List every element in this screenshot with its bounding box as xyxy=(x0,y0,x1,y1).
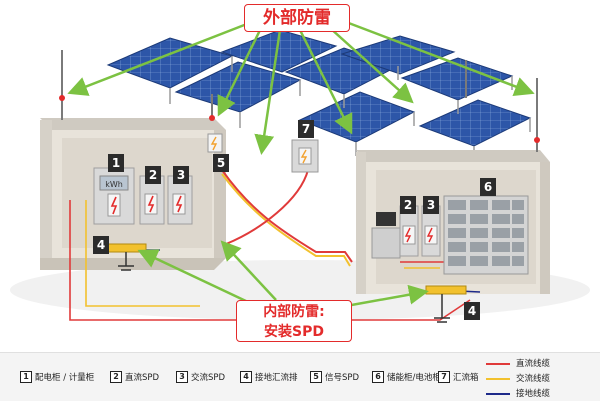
external-arrows xyxy=(67,20,535,155)
badge-6: 6 xyxy=(480,178,496,196)
ground-cable-swatch xyxy=(486,392,510,395)
signal-spd-box xyxy=(207,133,223,153)
computer-desk xyxy=(371,212,401,259)
badge-5: 5 xyxy=(213,154,229,172)
pv-panel xyxy=(298,91,416,143)
meter-text: kWh xyxy=(105,180,123,189)
badge-3: 3 xyxy=(173,166,189,184)
external-protection-label: 外部防雷 xyxy=(244,4,350,32)
legend-cable-ground: 接地线缆 xyxy=(486,387,550,399)
pv-panel xyxy=(220,29,338,73)
battery-cabinet xyxy=(443,195,529,275)
distribution-cabinet: kWh xyxy=(93,167,135,225)
ac-cable-swatch xyxy=(486,377,510,380)
internal-protection-line2: 安装SPD xyxy=(264,324,324,340)
badge-2-right: 2 xyxy=(400,196,416,214)
ac-spd-cabinet-right xyxy=(421,205,441,257)
legend-cable-ac: 交流线缆 xyxy=(486,372,550,384)
dc-cable-swatch xyxy=(486,362,510,365)
pv-panel xyxy=(418,99,532,147)
internal-protection-label: 内部防雷: 安装SPD xyxy=(236,300,352,342)
left-building xyxy=(40,118,226,270)
badge-7: 7 xyxy=(298,120,314,138)
solar-array xyxy=(106,29,532,160)
ground-bar-left xyxy=(105,243,147,271)
badge-2: 2 xyxy=(145,166,161,184)
badge-3-right: 3 xyxy=(423,196,439,214)
internal-protection-line1: 内部防雷: xyxy=(263,304,325,320)
badge-4-right: 4 xyxy=(464,302,480,320)
system-diagram: kWh xyxy=(10,20,590,323)
pv-panel xyxy=(340,35,456,75)
dc-spd-cabinet-right xyxy=(399,205,419,257)
badge-4: 4 xyxy=(93,236,109,254)
internal-arrows xyxy=(137,240,429,308)
legend-cable-dc: 直流线缆 xyxy=(486,357,550,369)
badge-1: 1 xyxy=(108,154,124,172)
combiner-box xyxy=(291,139,319,173)
ac-spd-cabinet xyxy=(167,175,193,225)
